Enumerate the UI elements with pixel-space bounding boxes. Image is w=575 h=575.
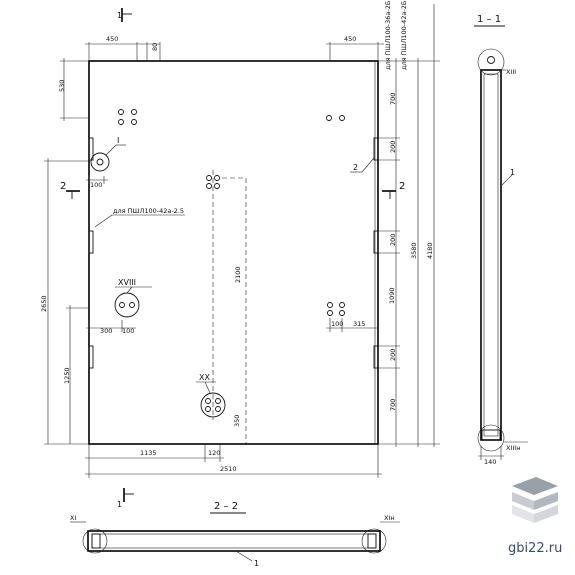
dim-300: 300: [100, 327, 112, 335]
node-XX: XX: [196, 373, 226, 418]
dim-4180: 4180: [426, 242, 434, 259]
lift-holes-top-right: [326, 115, 345, 121]
overall-dimension-3580: 3580 для ПШЛ100-36а-2Б: [384, 1, 419, 447]
dim-1135: 1135: [140, 449, 157, 457]
right-dimension-chain: 700 200 200 1090 200 700: [378, 58, 440, 447]
dim-450-right: 450: [344, 35, 356, 43]
horizontal-note: для ПШЛ100-42а-2.5: [113, 207, 184, 215]
dim-200-b: 200: [389, 234, 397, 246]
position-2: 2: [350, 157, 375, 173]
node-XVIII-label: XVIII: [118, 278, 136, 287]
cut-line-1-top: 1: [117, 8, 132, 22]
left-insert-1: [88, 137, 94, 161]
left-insert-2: [88, 230, 94, 254]
lift-holes-right-mid: 100 315: [326, 302, 378, 332]
node-I: I 100: [86, 136, 126, 189]
left-dimension-2650: 2650: [40, 158, 89, 445]
lift-holes-top-left: [118, 109, 137, 125]
dim-100-a: 100: [122, 327, 134, 335]
cut-line-1-bottom: 1: [117, 488, 134, 509]
pos-2-label: 2: [353, 163, 358, 172]
right-insert-2: [373, 230, 379, 254]
section-1-title: 1 – 1: [477, 14, 501, 25]
dim-315: 315: [353, 320, 365, 328]
watermark-logo: gbi22.ru: [508, 477, 562, 556]
center-axis: 2100 350: [206, 170, 247, 444]
node-I-label: I: [117, 136, 119, 145]
dim-140: 140: [484, 458, 496, 466]
node-XX-label: XX: [199, 373, 210, 382]
node-XIIIn-label: XIIIн: [506, 444, 520, 452]
cut-line-2-right: 2: [382, 181, 405, 199]
dim-120: 120: [208, 449, 220, 457]
cut-2-left-label: 2: [60, 181, 66, 192]
dim-350: 350: [233, 415, 241, 427]
pos-1-section-label: 1: [510, 168, 515, 177]
node-XI-label: XI: [70, 514, 76, 522]
panel-outline: [88, 60, 379, 445]
vertical-note-1: для ПШЛ100-36а-2Б: [384, 1, 392, 70]
section-2-title: 2 – 2: [214, 501, 238, 512]
cut-2-right-label: 2: [399, 181, 405, 192]
dim-3580: 3580: [410, 242, 418, 259]
section-2-2: 2 – 2 XI XIн 1: [70, 501, 400, 568]
node-XVIII: XVIII 300 100: [86, 278, 152, 335]
dim-2650: 2650: [40, 295, 48, 312]
top-dimension-left: 450 80: [85, 35, 161, 61]
cut-1-bottom-label: 1: [117, 500, 122, 509]
left-dimension-530: 530: [58, 58, 89, 121]
pos-1-bottom-label: 1: [254, 559, 259, 568]
right-insert-1: [373, 137, 379, 161]
left-insert-3: [88, 345, 94, 369]
dim-100-left: 100: [90, 181, 102, 189]
vertical-note-2: для ПШЛ100-42а-2Б: [400, 1, 408, 70]
dim-80: 80: [151, 43, 159, 51]
dim-700-top: 700: [389, 93, 397, 105]
left-dimension-1250: 1250: [63, 305, 89, 444]
dim-1090: 1090: [388, 287, 396, 304]
dim-2100: 2100: [234, 266, 242, 283]
section-1-1: 1 – 1 XIII 1 XIIIн 140: [474, 14, 528, 466]
dim-1250: 1250: [63, 367, 71, 384]
dim-200-c: 200: [389, 349, 397, 361]
dim-530: 530: [58, 80, 66, 92]
dim-200-a: 200: [389, 141, 397, 153]
node-XIn-label: XIн: [384, 514, 395, 522]
top-dimension-right: 450: [326, 35, 384, 61]
dim-450-left: 450: [106, 35, 118, 43]
dim-100-b: 100: [331, 320, 343, 328]
right-insert-3: [373, 345, 379, 369]
cut-line-2-left: 2: [60, 181, 80, 199]
cut-1-top-label: 1: [117, 11, 122, 20]
note-42a: для ПШЛ100-42а-2.5: [94, 207, 185, 228]
watermark-text: gbi22.ru: [508, 541, 562, 556]
overall-dimension-4180: 4180 для ПШЛ100-42а-2Б: [400, 1, 435, 447]
dim-700-bottom: 700: [389, 399, 397, 411]
bottom-dimension-chain: 1135 120 2510: [85, 444, 382, 478]
dim-2510: 2510: [220, 465, 237, 473]
node-XIII-label: XIII: [506, 68, 516, 76]
